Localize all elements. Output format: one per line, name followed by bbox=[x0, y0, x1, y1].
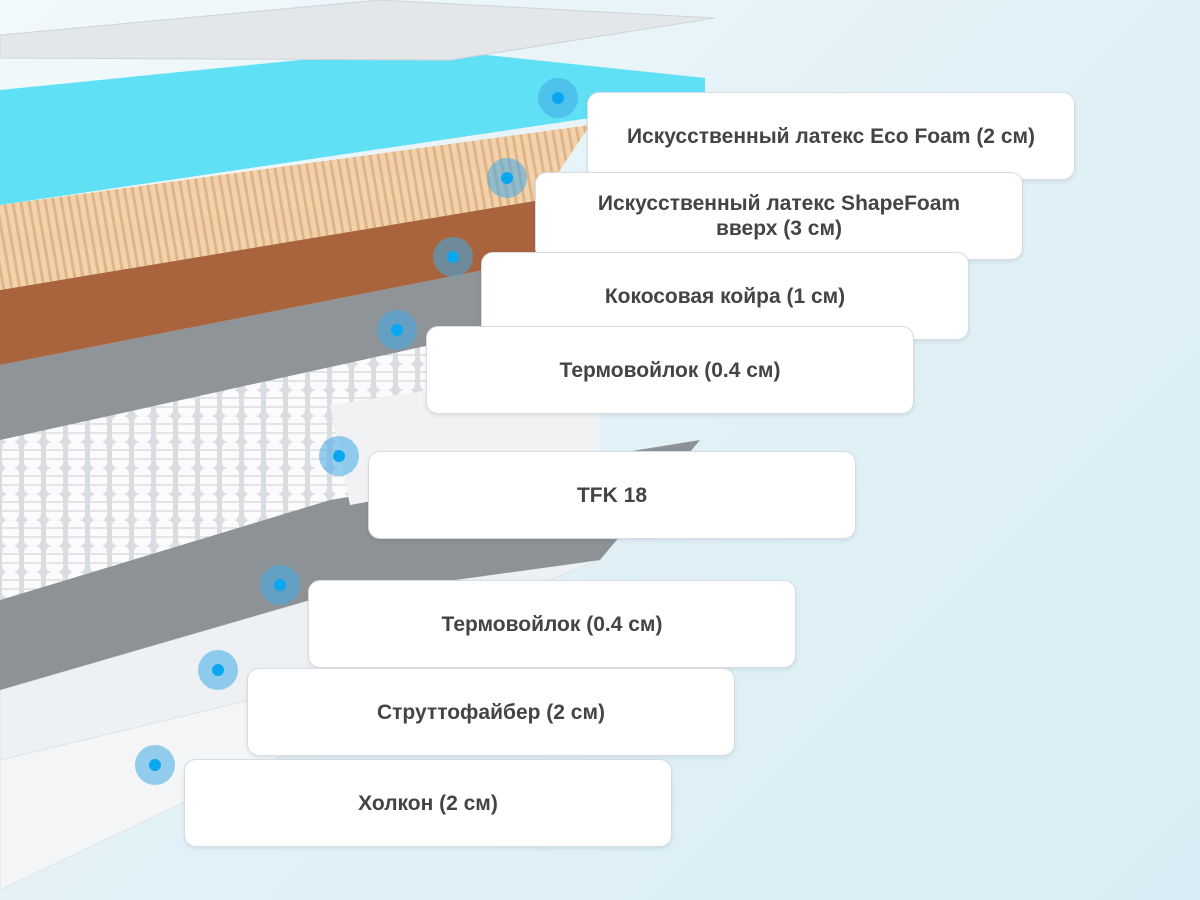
spring-block-layer bbox=[0, 340, 430, 600]
cover-layer bbox=[0, 0, 716, 61]
layer-label-bottom-felt: Термовойлок (0.4 см) bbox=[308, 580, 796, 668]
layer-label-ecofoam: Искусственный латекс Eco Foam (2 см) bbox=[587, 92, 1075, 180]
shapefoam-layer bbox=[0, 125, 590, 290]
ecofoam-layer bbox=[0, 48, 705, 205]
top-felt-layer bbox=[0, 260, 535, 440]
layer-label-struttofiber: Струттофайбер (2 см) bbox=[247, 668, 735, 756]
layer-label-shapefoam: Искусственный латекс ShapeFoam вверх (3 … bbox=[535, 172, 1023, 260]
marker-dot-icon bbox=[198, 650, 238, 690]
layer-label-spring-block: TFK 18 bbox=[368, 451, 856, 539]
marker-dot-icon bbox=[377, 310, 417, 350]
layer-label-coir: Кокосовая койра (1 см) bbox=[481, 252, 969, 340]
marker-dot-icon bbox=[487, 158, 527, 198]
marker-dot-icon bbox=[135, 745, 175, 785]
layer-label-top-felt: Термовойлок (0.4 см) bbox=[426, 326, 914, 414]
marker-dot-icon bbox=[319, 436, 359, 476]
coir-layer bbox=[0, 200, 540, 365]
marker-dot-icon bbox=[433, 237, 473, 277]
layer-label-holcon: Холкон (2 см) bbox=[184, 759, 672, 847]
marker-dot-icon bbox=[260, 565, 300, 605]
marker-dot-icon bbox=[538, 78, 578, 118]
